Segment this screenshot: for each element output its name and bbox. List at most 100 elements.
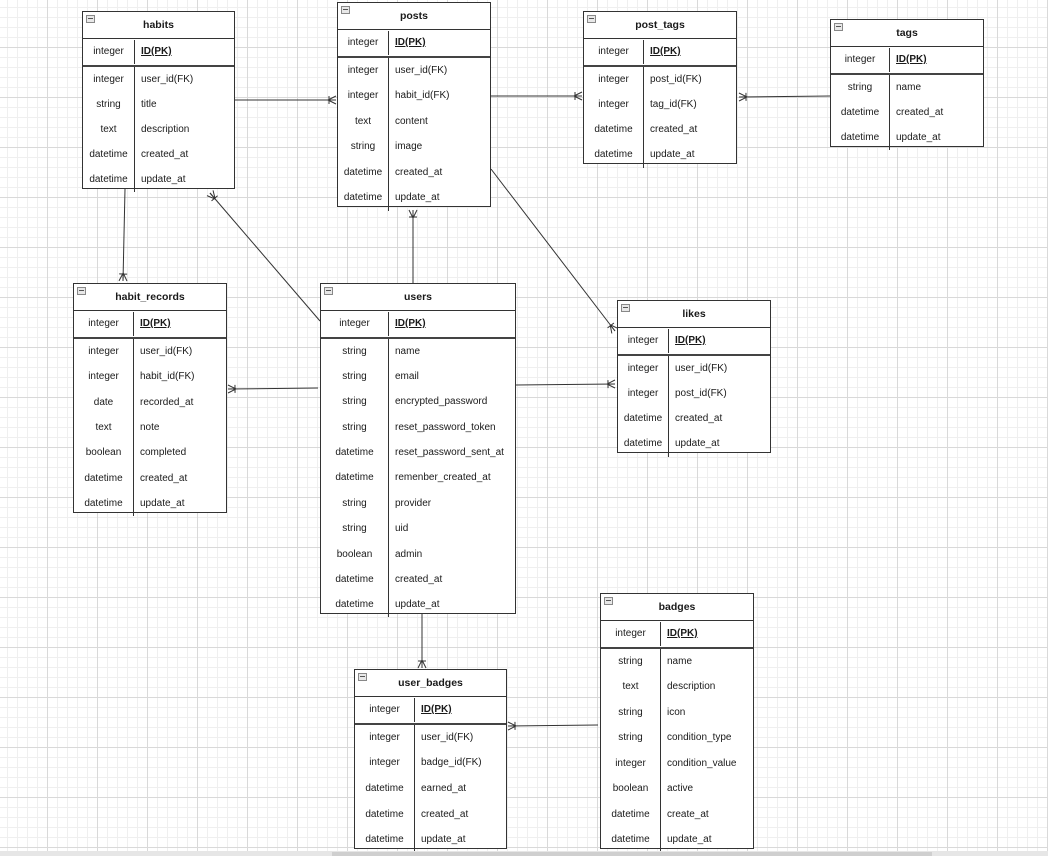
relationship-posts-likes[interactable] <box>490 168 619 334</box>
relationship-posts-post-tags[interactable] <box>491 91 583 101</box>
collapse-icon[interactable] <box>77 287 86 295</box>
entity-header[interactable]: post_tags <box>584 12 736 39</box>
collapse-icon[interactable] <box>324 287 333 295</box>
collapse-icon[interactable] <box>86 15 95 23</box>
relationship-users-user-badges[interactable] <box>417 614 427 669</box>
relationship-users-likes[interactable] <box>515 379 616 389</box>
relationship-users-habit-records[interactable] <box>227 384 319 394</box>
collapse-icon[interactable] <box>621 304 630 312</box>
relationship-tags-post-tags[interactable] <box>738 92 831 102</box>
horizontal-scrollbar[interactable] <box>0 851 1048 856</box>
entity-header[interactable]: tags <box>831 20 983 47</box>
relationship-users-habits[interactable] <box>206 190 321 322</box>
entity-header[interactable]: posts <box>338 3 490 30</box>
collapse-icon[interactable] <box>604 597 613 605</box>
relationship-habits-posts[interactable] <box>235 95 337 105</box>
scrollbar-thumb[interactable] <box>332 852 932 856</box>
collapse-icon[interactable] <box>587 15 596 23</box>
entity-header[interactable]: habits <box>83 12 234 39</box>
entity-header[interactable]: habit_records <box>74 284 226 311</box>
collapse-icon[interactable] <box>358 673 367 681</box>
collapse-icon[interactable] <box>834 23 843 31</box>
relationship-badges-user-badges[interactable] <box>507 721 599 731</box>
relationship-habits-habit-records[interactable] <box>118 188 128 282</box>
relationship-users-posts[interactable] <box>408 209 418 283</box>
collapse-icon[interactable] <box>341 6 350 14</box>
entity-header[interactable]: user_badges <box>355 670 506 697</box>
entity-header[interactable]: likes <box>618 301 770 328</box>
entity-header[interactable]: badges <box>601 594 753 621</box>
